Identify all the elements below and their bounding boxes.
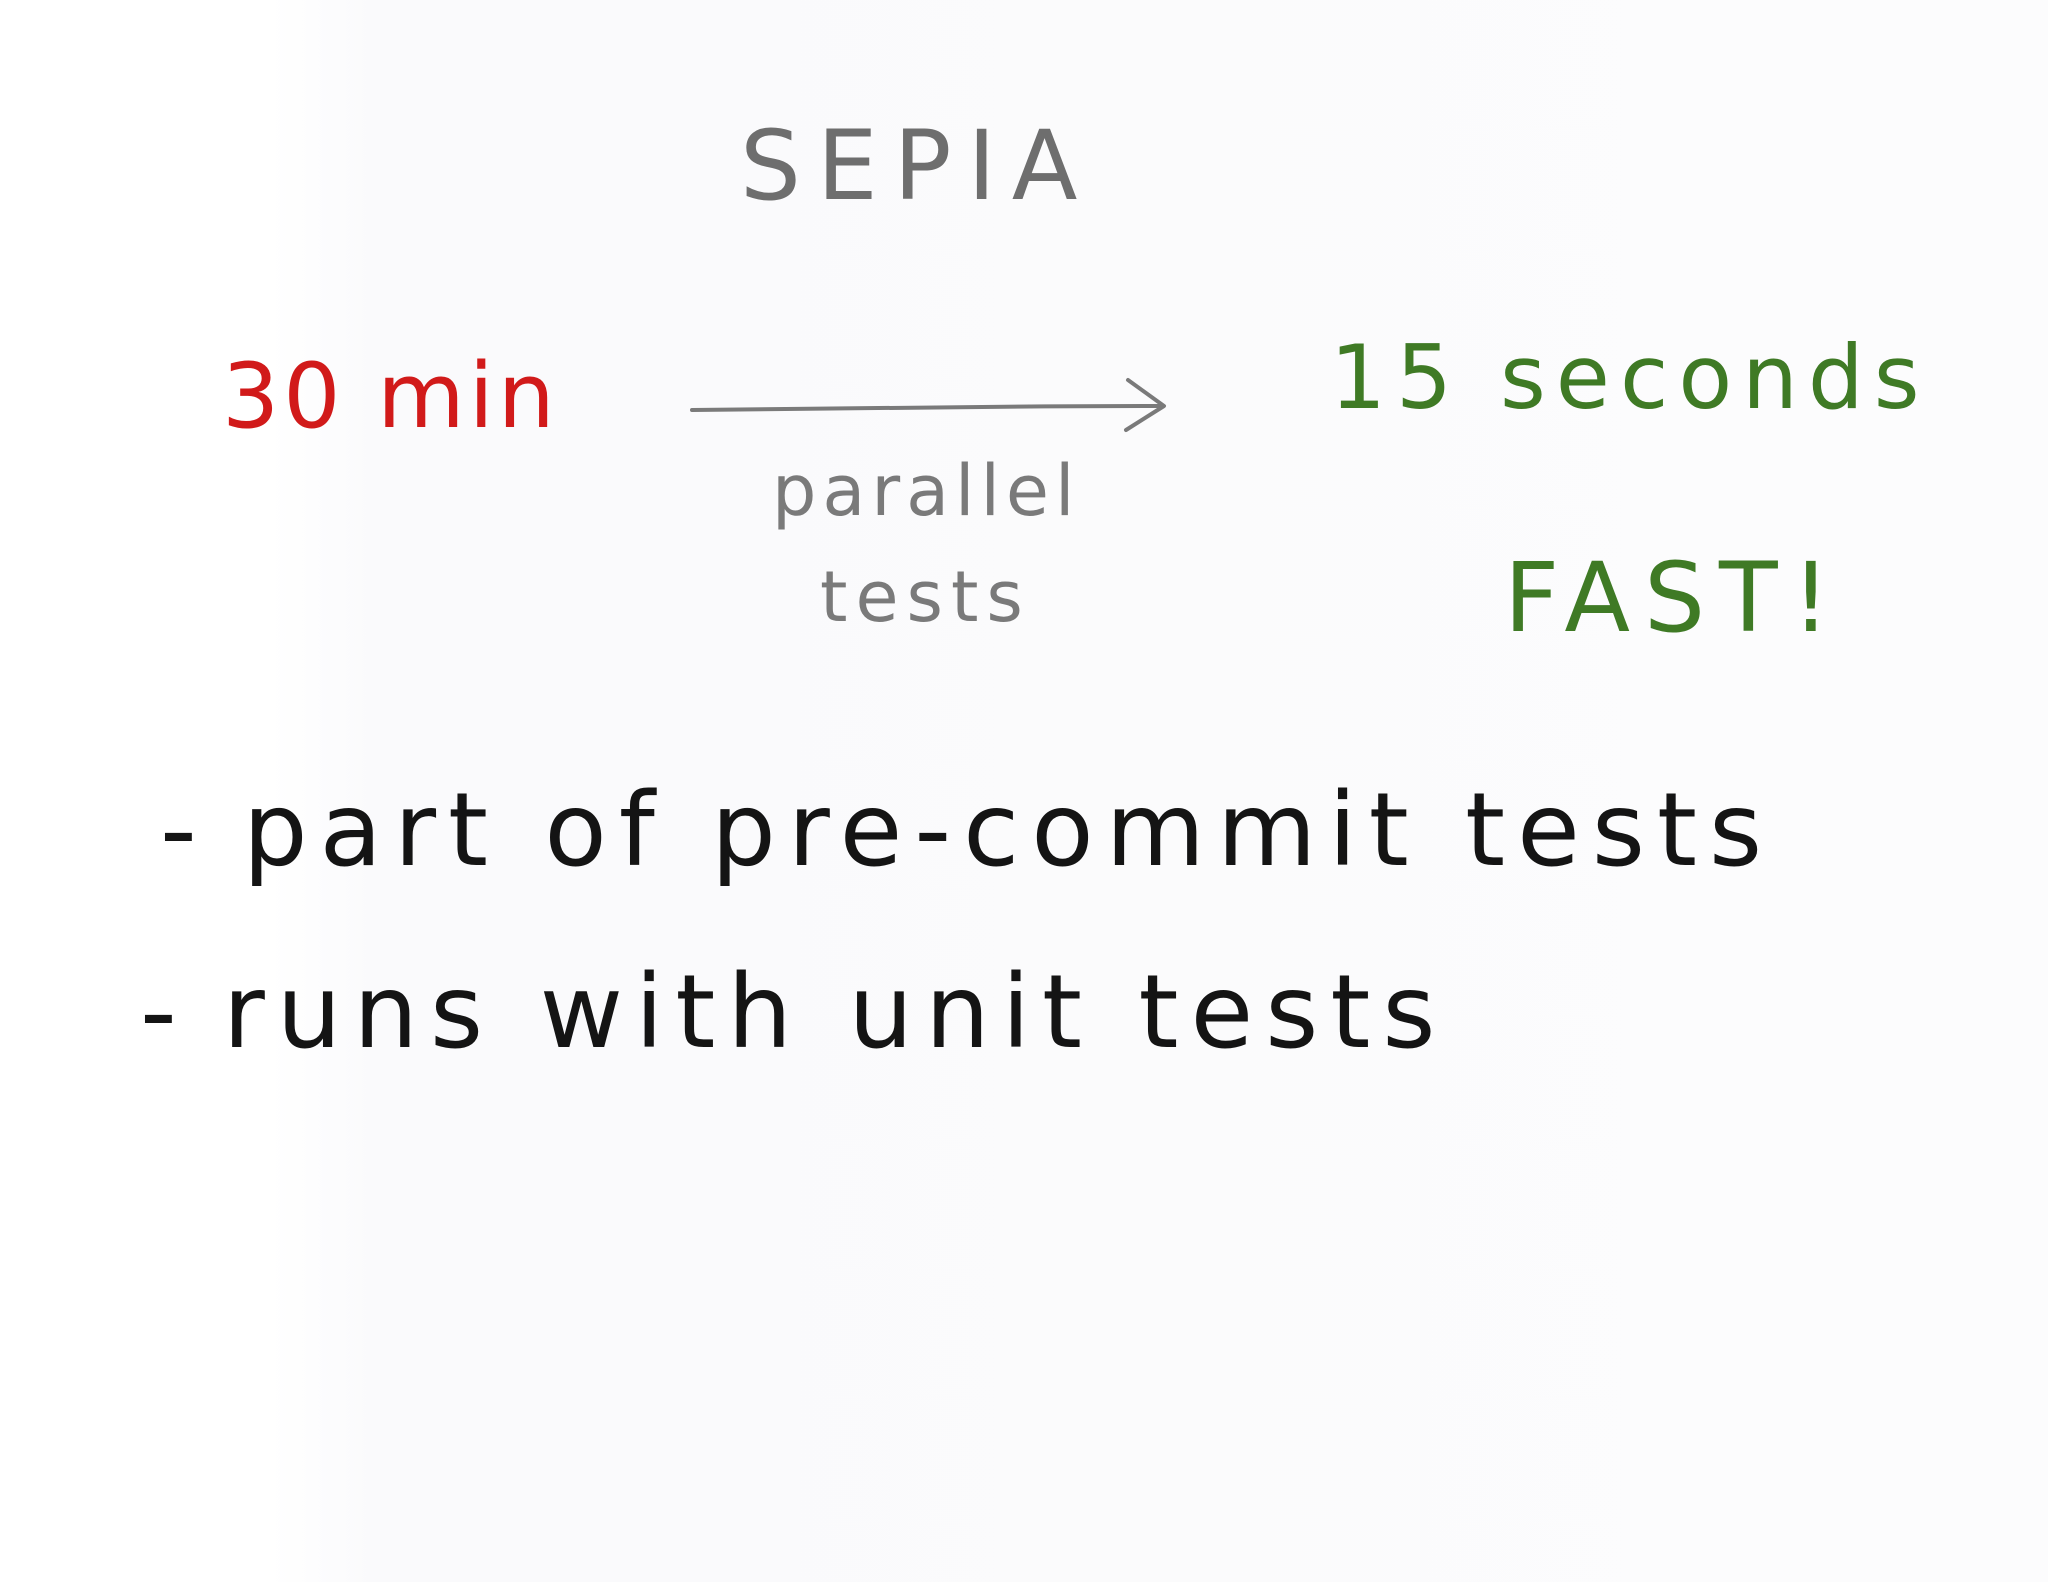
right-arrow-icon	[690, 378, 1166, 432]
bullet-item: -runs with unit tests	[140, 962, 1448, 1064]
after-duration: 15 seconds	[1330, 326, 1930, 429]
arrow-label-tests: tests	[820, 556, 1031, 638]
bullet-text: runs with unit tests	[222, 953, 1448, 1072]
bullet-text: part of pre-commit tests	[242, 771, 1775, 890]
arrow-label-parallel: parallel	[772, 450, 1081, 532]
fast-exclamation: FAST!	[1504, 542, 1845, 654]
bullet-item: -part of pre-commit tests	[160, 780, 1774, 882]
bullet-dash: -	[140, 953, 189, 1072]
page-title: SEPIA	[740, 110, 1094, 222]
before-duration: 30 min	[222, 344, 559, 449]
bullet-dash: -	[160, 771, 209, 890]
